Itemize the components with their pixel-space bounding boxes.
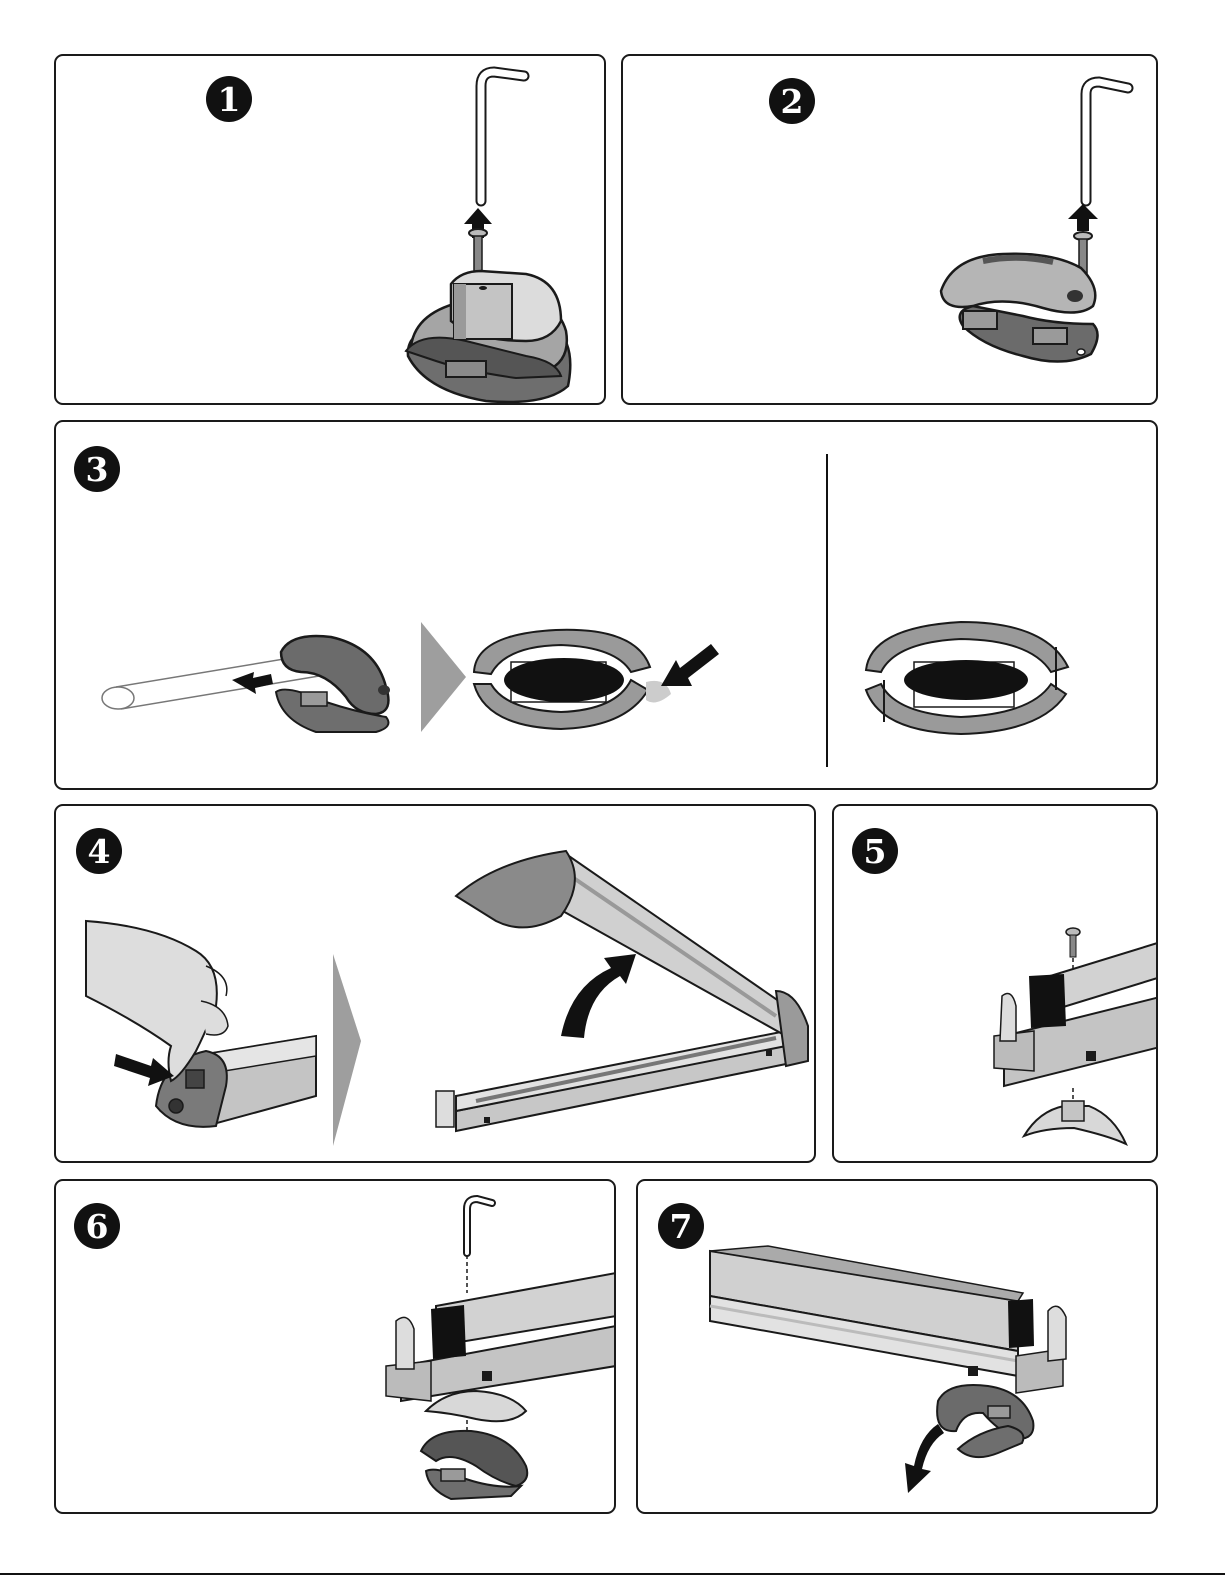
clamp-cross-section-icon	[474, 630, 671, 729]
step-4-panel: 4	[54, 804, 816, 1163]
step-2-panel: 2	[621, 54, 1158, 405]
step-1-illustration	[56, 56, 606, 405]
rack-end-icon	[710, 1246, 1066, 1393]
rack-end-icon	[994, 941, 1158, 1104]
curved-down-arrow-icon	[905, 1424, 944, 1493]
up-arrow-icon	[1068, 204, 1098, 231]
diagonal-arrow-icon	[661, 644, 719, 686]
hex-key-icon	[1086, 82, 1128, 201]
clamp-cross-section-icon	[866, 622, 1068, 734]
open-rack-icon	[436, 851, 808, 1131]
step-6-illustration	[56, 1181, 616, 1514]
foot-icon	[426, 1391, 526, 1421]
step-3-panel: 3	[54, 420, 1158, 790]
foot-with-clamp-icon	[406, 271, 570, 402]
next-step-chevron-icon	[333, 954, 361, 1146]
curved-up-arrow-icon	[561, 954, 636, 1038]
clamp-icon	[276, 636, 390, 732]
hex-key-icon	[467, 1199, 492, 1293]
step-5-illustration	[834, 806, 1158, 1163]
step-7-panel: 7	[636, 1179, 1158, 1514]
step-1-panel: 1	[54, 54, 606, 405]
bolt-icon	[469, 229, 487, 274]
step-3-illustration	[56, 422, 1158, 790]
clamp-icon	[941, 254, 1098, 362]
step-2-illustration	[623, 56, 1158, 405]
step-4-illustration	[56, 806, 816, 1163]
step-6-panel: 6	[54, 1179, 616, 1514]
left-arrow-icon	[232, 672, 273, 694]
hex-key-icon	[481, 72, 524, 201]
next-step-chevron-icon	[421, 622, 466, 732]
clamp-icon	[937, 1385, 1033, 1457]
step-5-panel: 5	[832, 804, 1158, 1163]
clamp-icon	[421, 1431, 527, 1499]
foot-icon	[1024, 1101, 1126, 1144]
step-7-illustration	[638, 1181, 1158, 1514]
footer-rule	[0, 1573, 1225, 1575]
